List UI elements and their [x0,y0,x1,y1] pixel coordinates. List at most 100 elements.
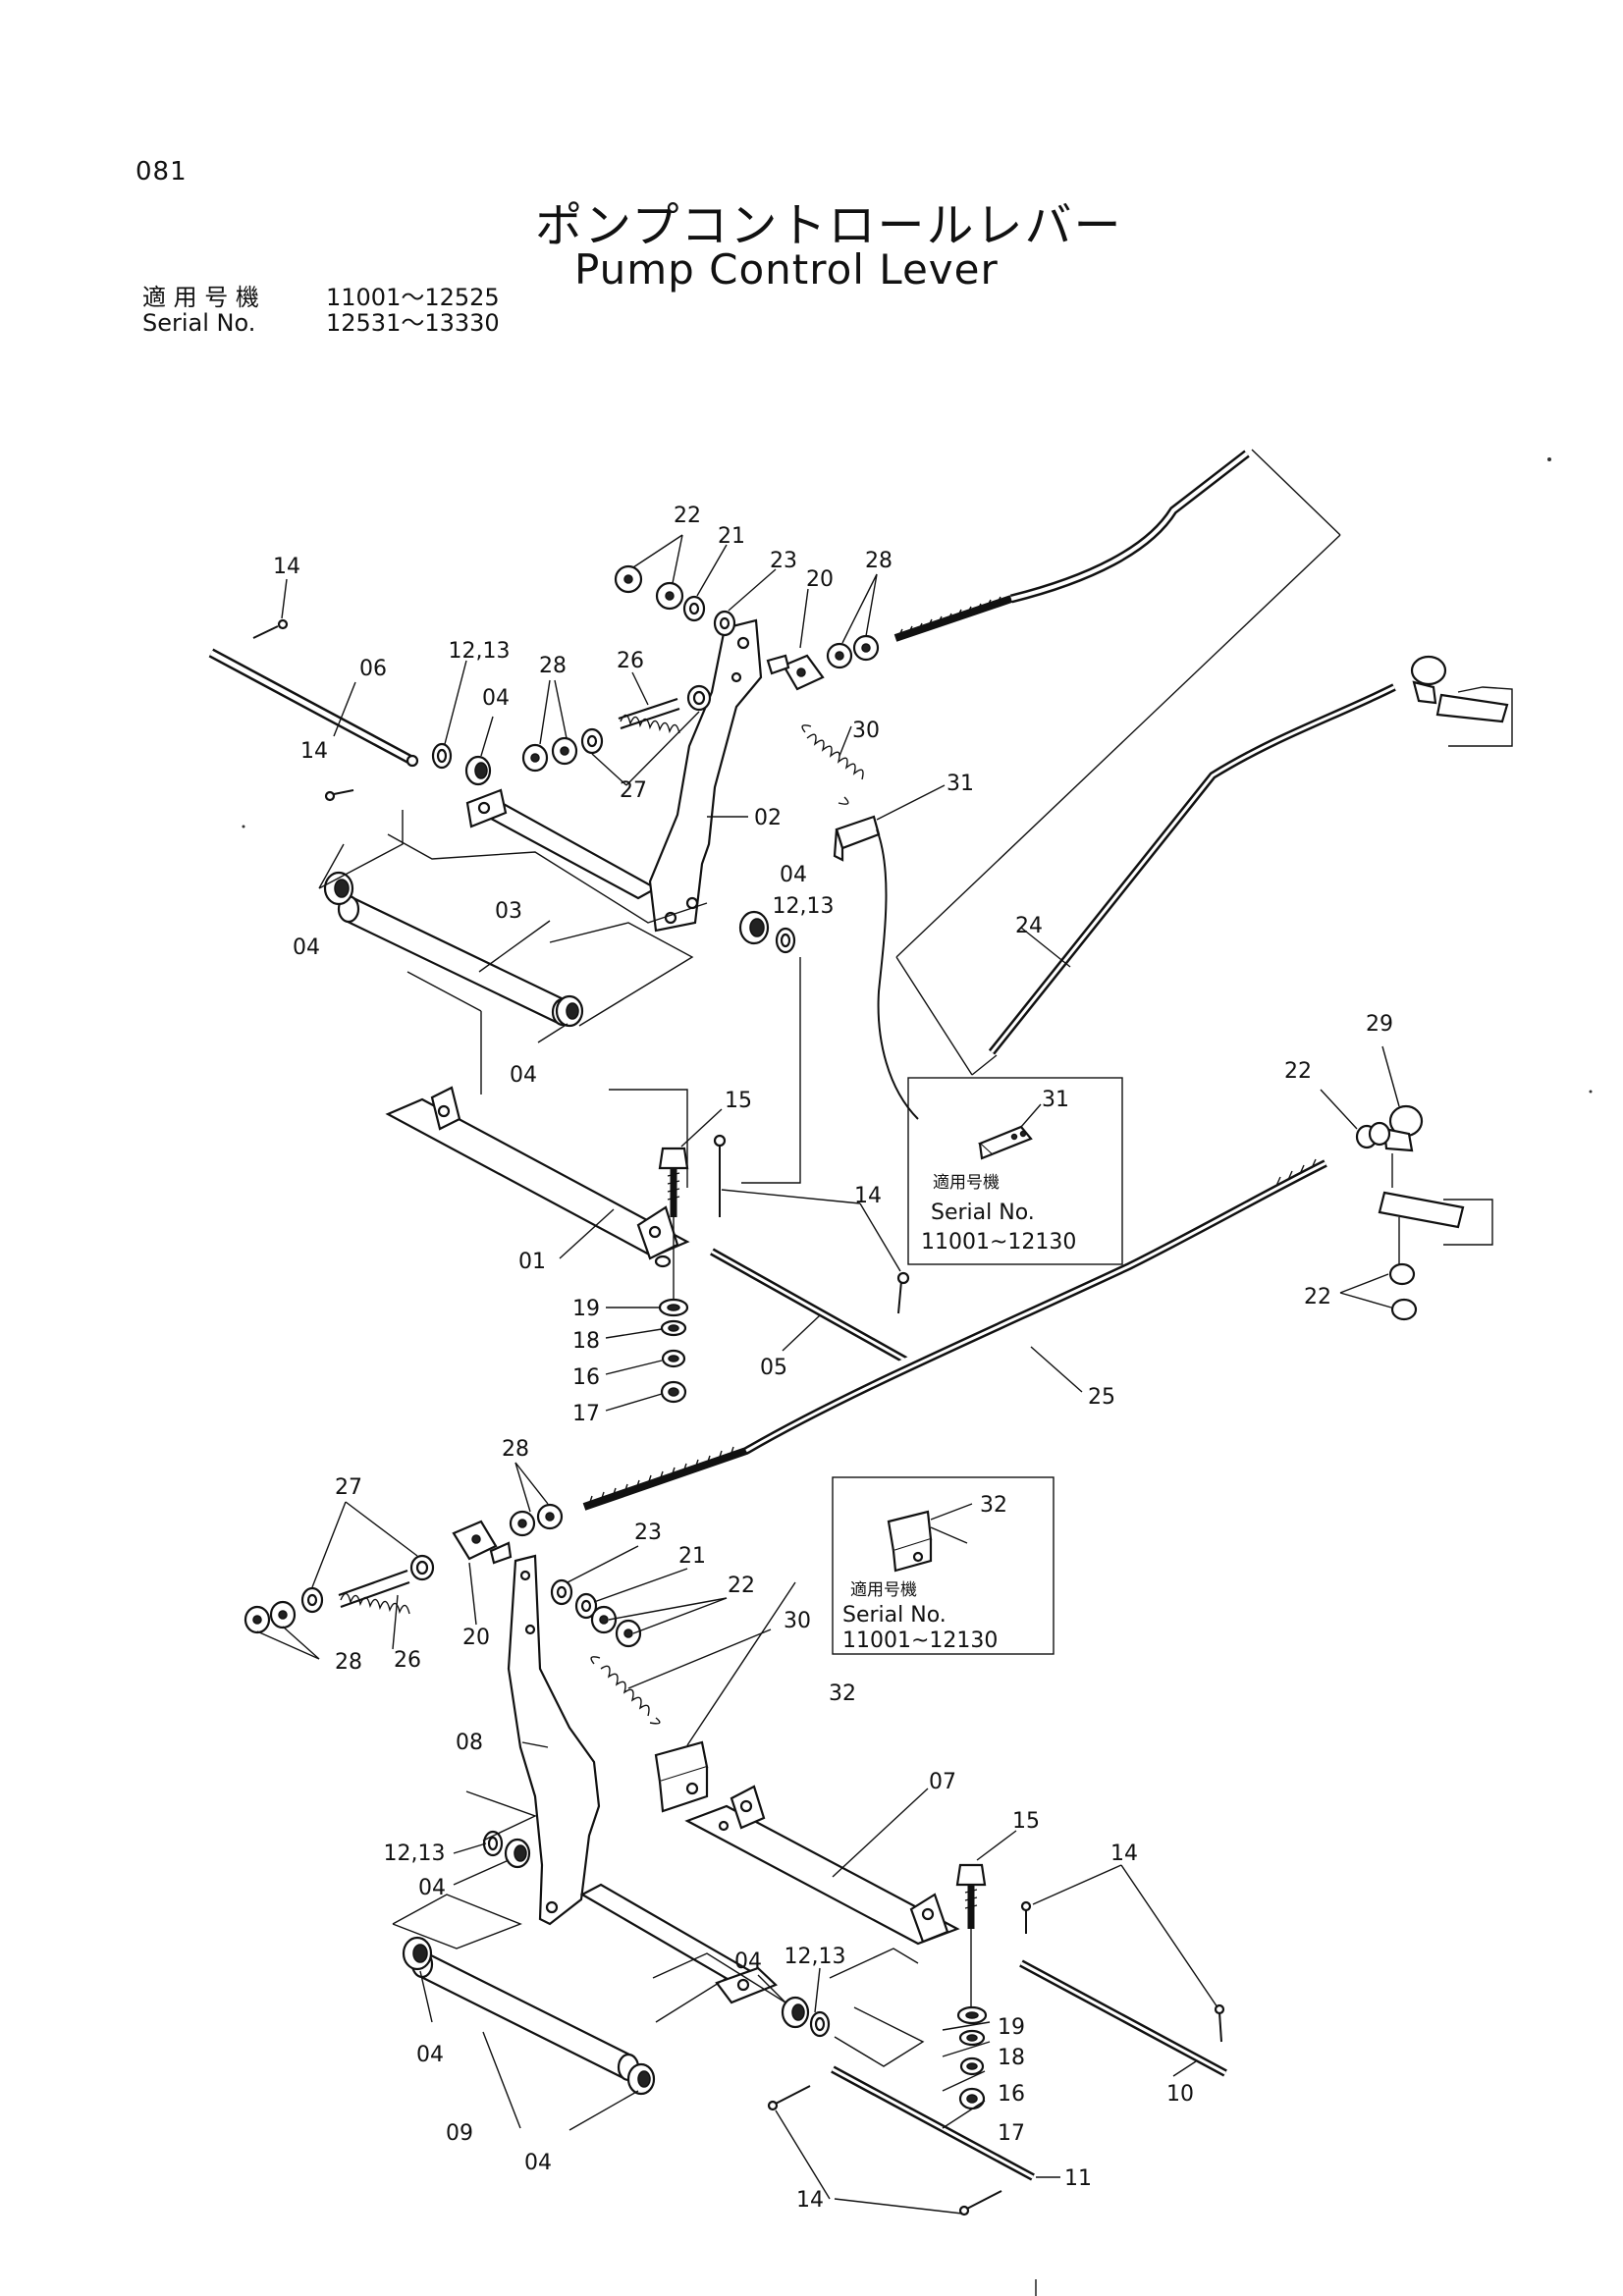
callout-12-13: 12,13 [384,1842,446,1866]
assembly-guides-lower [392,1790,925,2067]
callout-22: 22 [1284,1059,1312,1084]
washer-23-upper [713,610,736,637]
inset-32-box [832,1476,1055,1655]
callout-20: 20 [806,567,834,592]
inset-32-range: 11001~12130 [842,1629,998,1653]
callout-29: 29 [1366,1012,1393,1037]
bushing-04-upper [464,755,492,786]
lower-assembly [243,1462,1227,2216]
bracket-32 [654,1740,709,1813]
upper-assembly [208,449,1513,1511]
callout-11: 11 [1064,2166,1092,2191]
lever-02 [648,618,763,933]
callout-labels: 14 06 14 12,13 04 28 26 22 21 23 20 28 3… [273,504,1393,2213]
callout-08: 08 [456,1731,483,1755]
callout-32: 32 [829,1682,856,1706]
callout-18: 18 [998,2046,1025,2070]
callout-14: 14 [273,555,300,579]
rod-11 [767,2065,1035,2216]
spring-26-lower [338,1554,435,1615]
serial-range-2: 12531～13330 [326,309,500,337]
callout-04: 04 [293,935,320,960]
inset-32-part: 32 [980,1493,1007,1518]
callout-24: 24 [1015,914,1043,938]
bracket-31 [833,815,881,862]
tube-09 [410,1949,640,2082]
callout-26: 26 [617,649,644,673]
callout-28: 28 [335,1650,362,1675]
cable-24 [988,655,1513,1055]
nut-22-upper [614,564,684,611]
rod-10 [1019,1900,1227,2077]
callout-06: 06 [359,657,387,681]
callout-30: 30 [852,719,880,743]
callout-04: 04 [482,686,510,711]
bushing-04-right [555,994,584,1028]
callout-15: 15 [725,1089,752,1113]
serial-range-1: 11001～12525 [326,284,500,311]
washer-16-lower [959,2056,985,2076]
scan-specks [242,457,1593,2296]
callout-14: 14 [1110,1842,1138,1866]
nut-17-upper [660,1380,687,1404]
callout-09: 09 [446,2121,473,2146]
inset-31-label-jp: 適用号機 [933,1173,1000,1193]
cable-24-guide-lines [895,449,1341,1076]
washer-12-13-upper [431,742,453,770]
callout-28: 28 [502,1437,529,1462]
callout-14: 14 [300,739,328,764]
cable-25 [582,1158,1327,1511]
callout-05: 05 [760,1356,787,1380]
washer-23-lower [550,1578,573,1606]
title-japanese: ポンプコントロールレバー [535,198,1123,253]
callout-04: 04 [780,863,807,887]
leaders-lower [256,1462,1218,2215]
callout-26: 26 [394,1648,421,1673]
callout-19: 19 [572,1297,600,1321]
inset-31-range: 11001~12130 [921,1230,1076,1255]
callout-22: 22 [1304,1285,1331,1309]
serial-label-jp: 適 用 号 機 [142,284,259,311]
serial-label-en: Serial No. [142,309,256,337]
callout-20: 20 [462,1626,490,1650]
inset-32-label-jp: 適用号機 [850,1580,917,1600]
callout-28: 28 [539,654,567,678]
bushing-04-lower-mid [781,1996,810,2029]
callout-22: 22 [728,1574,755,1598]
inset-31-box [907,1077,1123,1265]
callout-01: 01 [518,1250,546,1274]
bushing-04-left [323,871,354,906]
inset-32-label-en: Serial No. [842,1603,947,1628]
washer-19-upper [658,1298,689,1317]
callout-04: 04 [416,2043,444,2067]
callout-14: 14 [796,2188,824,2213]
lever-shaft-lower [579,1883,779,2004]
callout-19: 19 [998,2015,1025,2040]
washer-19-lower [956,2005,988,2025]
washer-12-13-lower-mid [809,2010,831,2038]
callout-27: 27 [335,1475,362,1500]
nut-28-upper-left [521,736,578,773]
lever-08 [507,1554,601,1926]
title-english: Pump Control Lever [574,245,999,294]
callout-12-13: 12,13 [449,639,511,664]
callout-30: 30 [784,1609,811,1633]
callout-14: 14 [854,1184,882,1208]
bolt-15-lower [955,1863,987,2012]
callout-17: 17 [998,2121,1025,2146]
cotter-pin-upper [252,618,354,802]
callout-04: 04 [524,2151,552,2175]
rod-05 [710,1134,915,1368]
nut-28-upper-right [826,634,880,669]
callout-23: 23 [634,1521,662,1545]
inset-31-label-en: Serial No. [931,1201,1035,1225]
callout-12-13: 12,13 [773,894,835,919]
bushing-04-mid [738,910,770,945]
callout-23: 23 [770,549,797,573]
end-29-assembly [1355,1104,1493,1321]
base-bracket-07 [684,1785,960,1946]
callout-31: 31 [947,772,974,796]
rod-06 [208,648,419,768]
washer-18-lower [958,2029,986,2047]
